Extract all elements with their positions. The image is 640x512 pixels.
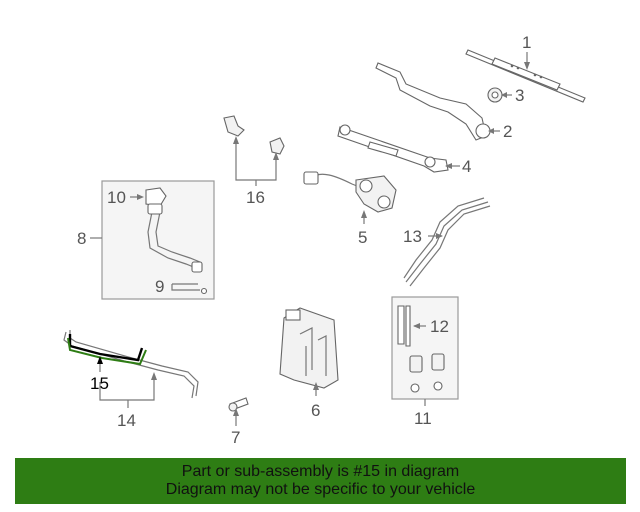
part-2-wiper-arm[interactable] [375, 62, 491, 141]
part-11-washer-pumps[interactable] [409, 353, 445, 393]
part-8-filler-neck[interactable] [147, 203, 203, 273]
callout-8[interactable]: 8 [77, 229, 86, 248]
parts-diagram: 1 2 3 4 5 13 [63, 33, 586, 447]
part-3-cap[interactable] [487, 87, 503, 103]
callout-16[interactable]: 16 [246, 188, 265, 207]
part-9-clip[interactable] [200, 287, 208, 295]
part-7-bolt[interactable] [228, 397, 249, 412]
callout-6[interactable]: 6 [311, 401, 320, 420]
arrow-1 [524, 62, 530, 70]
part-6-washer-reservoir[interactable] [279, 307, 339, 389]
callout-1[interactable]: 1 [522, 33, 531, 52]
callout-14[interactable]: 14 [117, 411, 136, 430]
arrow-12 [413, 323, 420, 329]
callout-11[interactable]: 11 [414, 409, 432, 428]
arrow-16a [233, 136, 239, 144]
arrow-2 [488, 128, 494, 134]
part-4-wiper-linkage[interactable] [337, 124, 449, 173]
info-banner: Part or sub-assembly is #15 in diagram D… [15, 458, 626, 504]
part-1-wiper-blade[interactable] [465, 49, 586, 103]
callout-2[interactable]: 2 [503, 122, 512, 141]
arrow-4 [445, 163, 452, 169]
leader-9 [171, 283, 200, 291]
callout-10[interactable]: 10 [107, 188, 126, 207]
callout-7[interactable]: 7 [231, 428, 240, 447]
part-12-grommet-strip[interactable] [397, 305, 411, 347]
arrow-10 [137, 194, 144, 200]
callout-3[interactable]: 3 [515, 86, 524, 105]
callout-5[interactable]: 5 [358, 228, 367, 247]
arrow-3 [501, 92, 507, 98]
callout-12[interactable]: 12 [430, 317, 449, 336]
part-10-cap[interactable] [145, 187, 167, 207]
arrow-16b [273, 152, 279, 160]
arrow-7 [233, 408, 239, 416]
arrow-14 [151, 372, 157, 380]
callout-15[interactable]: 15 [90, 374, 109, 393]
banner-line-1: Part or sub-assembly is #15 in diagram [181, 463, 460, 480]
callout-9[interactable]: 9 [155, 277, 164, 296]
leader-14 [99, 376, 155, 408]
part-16-washer-nozzles[interactable] [223, 115, 285, 155]
banner-line-2: Diagram may not be specific to your vehi… [165, 481, 476, 498]
arrow-13 [436, 233, 443, 239]
arrow-5 [361, 210, 367, 218]
part-15-hose-highlighted[interactable] [67, 334, 147, 366]
arrow-15 [97, 356, 103, 364]
callout-4[interactable]: 4 [462, 157, 471, 176]
arrow-6 [313, 382, 319, 390]
diagram-svg: 1 2 3 4 5 13 [63, 33, 586, 447]
callout-13[interactable]: 13 [403, 227, 422, 246]
leader-16 [235, 140, 277, 186]
part-5-wiper-motor[interactable] [303, 171, 397, 213]
part-14-hose-assembly[interactable] [63, 330, 199, 399]
